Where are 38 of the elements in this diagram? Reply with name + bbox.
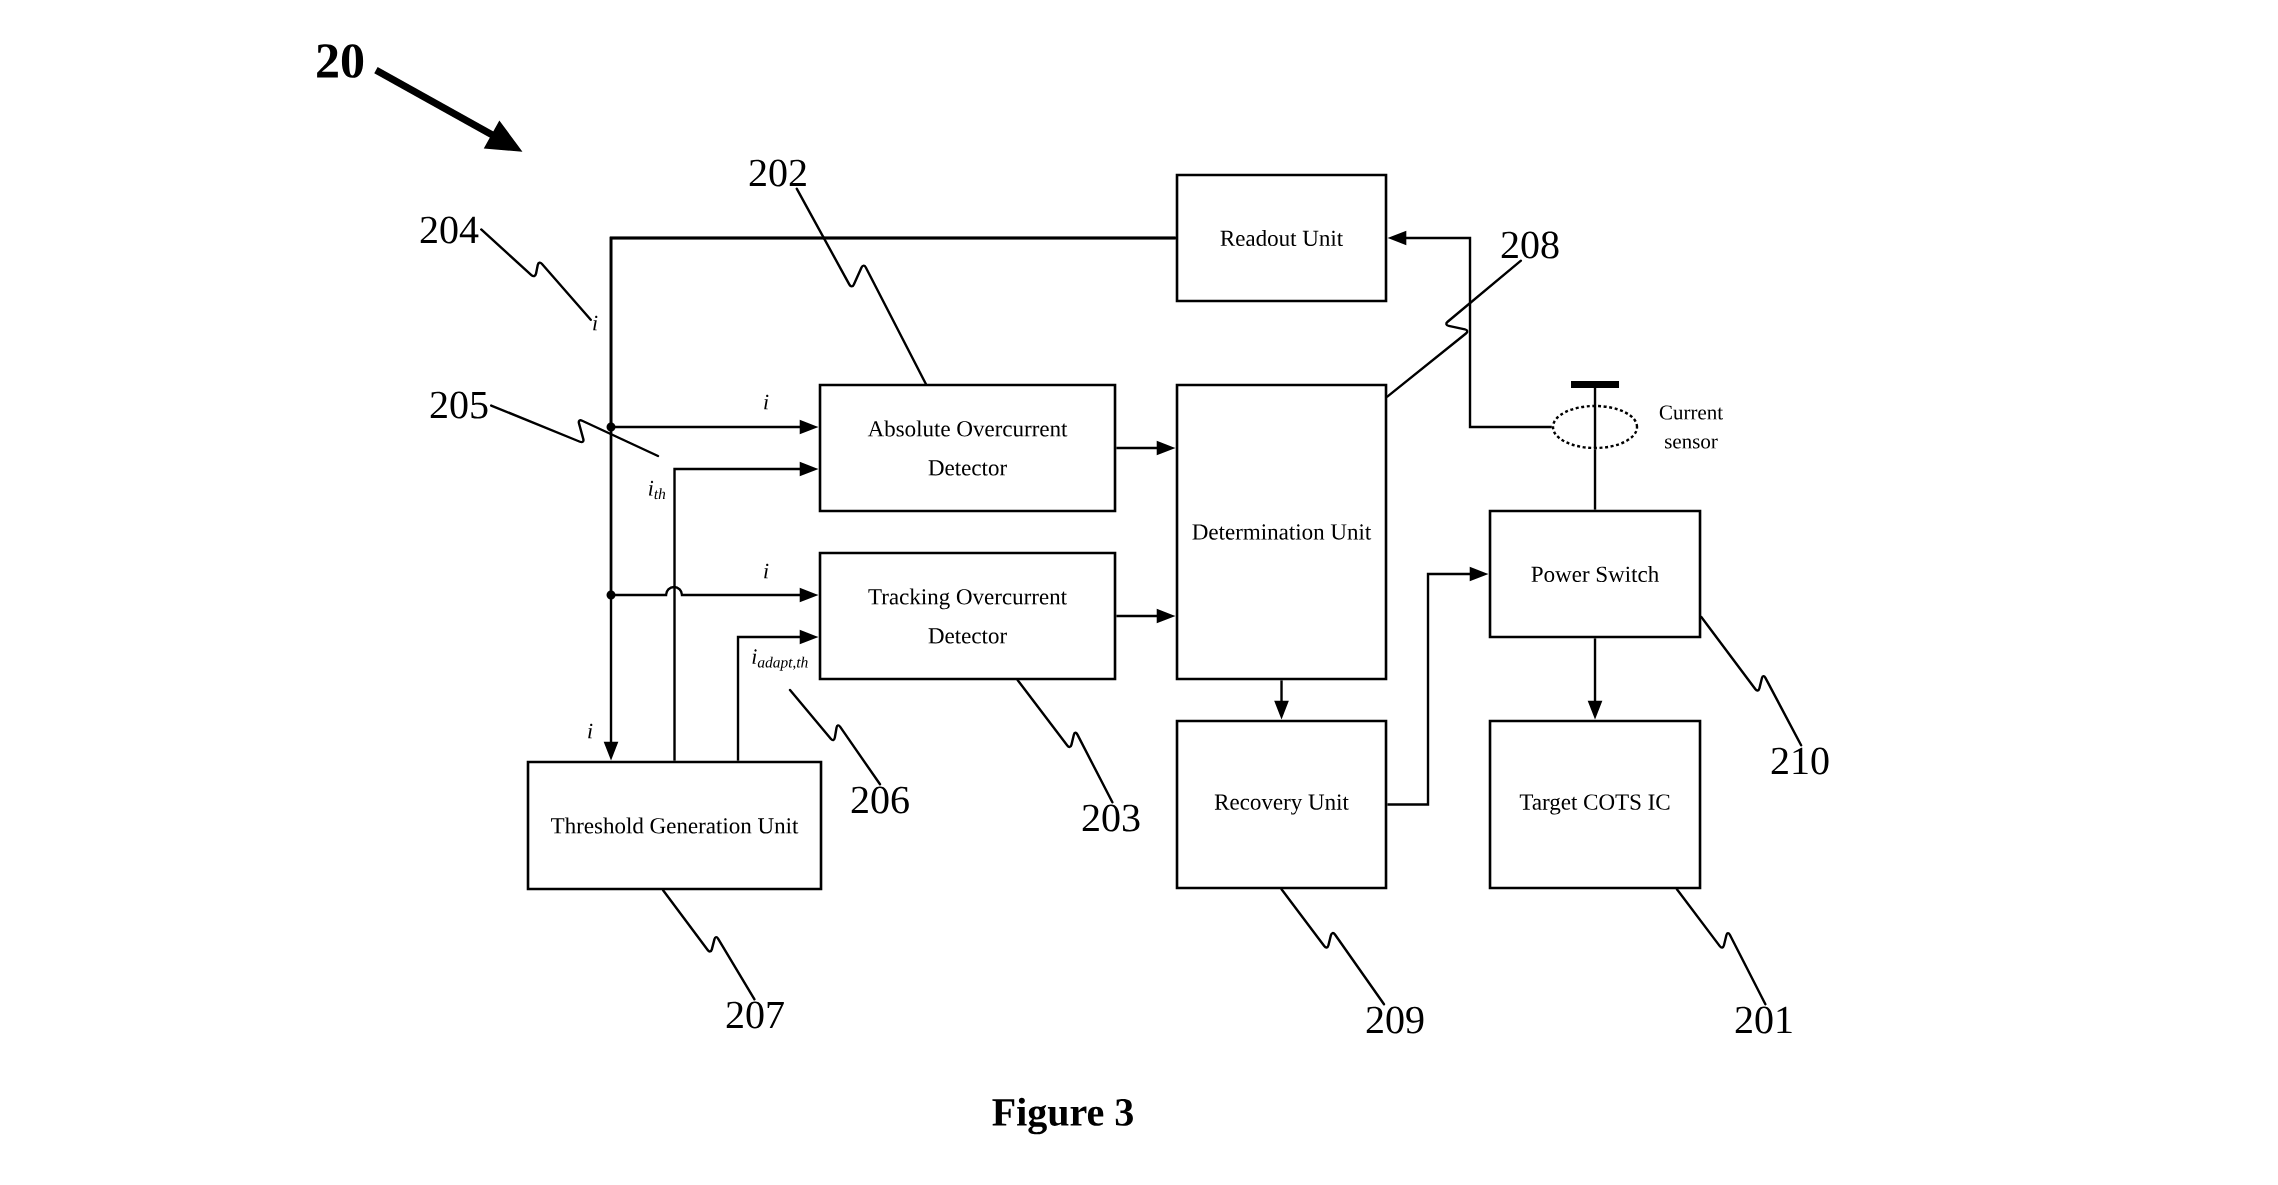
leader-line xyxy=(480,228,592,321)
edge-label: i$_{adapt,th}$ xyxy=(750,648,810,672)
block-box: Determination Unit xyxy=(1175,383,1388,681)
leader-line xyxy=(795,187,927,385)
sensor-label: Current sensor xyxy=(1659,405,1723,449)
reference-numeral: 209 xyxy=(1366,1006,1424,1034)
reference-numeral: 208 xyxy=(1501,231,1559,259)
reference-numeral: 201 xyxy=(1735,1006,1792,1034)
block-box: Target COTS IC xyxy=(1488,719,1702,890)
caption: Figure 3 xyxy=(992,1097,1133,1135)
reference-numeral: 206 xyxy=(851,786,909,814)
leader-line xyxy=(661,889,756,1001)
connector-line xyxy=(1593,449,1597,510)
reference-numeral: 210 xyxy=(1771,747,1829,775)
reference-numeral: 207 xyxy=(726,1001,784,1029)
leader-line xyxy=(1386,259,1523,398)
block-box: Power Switch xyxy=(1488,509,1702,639)
edge-label: i xyxy=(761,562,771,580)
leader-line xyxy=(490,404,660,458)
block-box: Tracking Overcurrent Detector xyxy=(818,551,1117,681)
reference-numeral: 203 xyxy=(1082,804,1140,832)
block-box: Recovery Unit xyxy=(1175,719,1388,890)
edge-label: i xyxy=(761,393,771,411)
reference-numeral: 20 xyxy=(317,44,364,78)
reference-numeral: 204 xyxy=(420,216,479,244)
leader-line xyxy=(788,688,882,786)
block-box: Readout Unit xyxy=(1175,173,1388,303)
reference-numeral: 205 xyxy=(430,391,488,419)
edge-label: i xyxy=(585,722,595,740)
leader-line xyxy=(1700,615,1803,747)
leader-line xyxy=(1280,888,1386,1006)
leader-line xyxy=(1675,888,1767,1006)
reference-numeral: 202 xyxy=(749,159,806,187)
signal-label: i xyxy=(593,315,598,331)
leader-line xyxy=(1016,679,1114,804)
block-box: Absolute Overcurrent Detector xyxy=(818,383,1117,513)
edge-label: i$_{th}$ xyxy=(646,479,668,501)
block-box: Threshold Generation Unit xyxy=(526,760,823,891)
